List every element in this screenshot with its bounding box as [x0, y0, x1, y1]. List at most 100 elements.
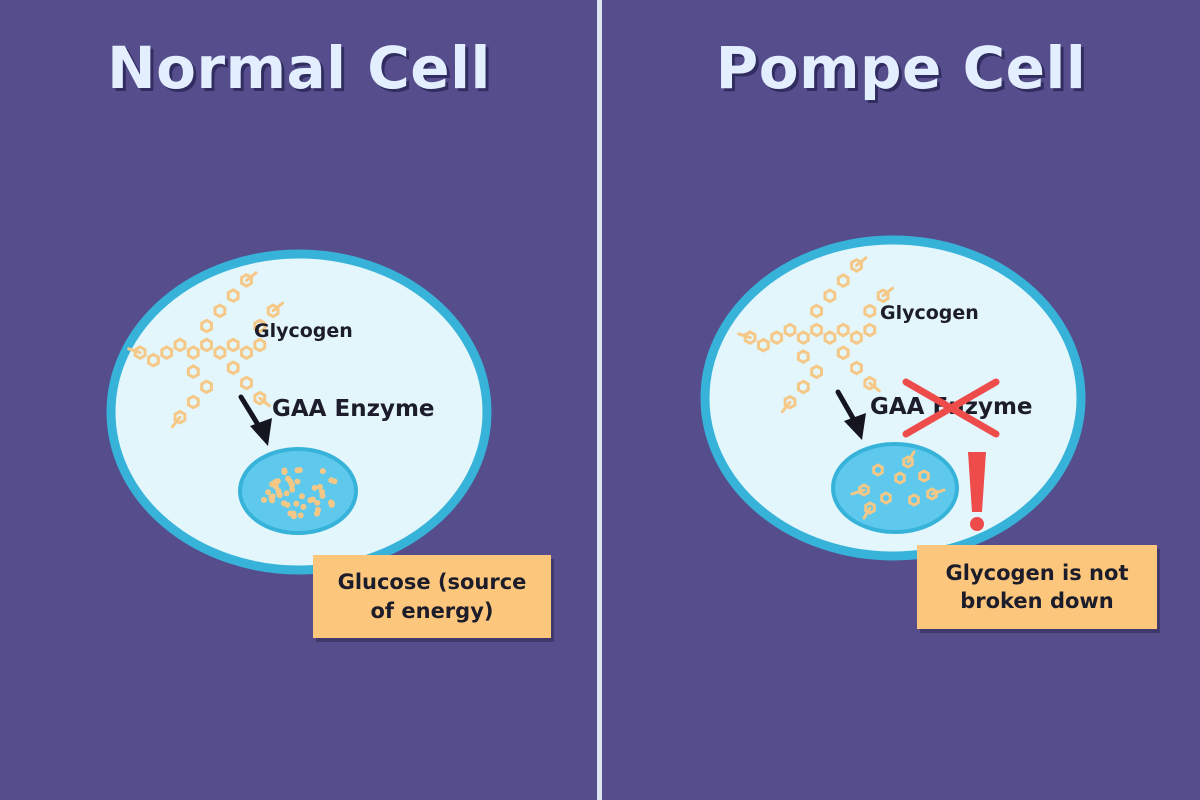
glucose-ring — [173, 337, 187, 353]
glucose-ring — [863, 375, 877, 391]
glucose-particle — [299, 493, 305, 500]
glucose-ring — [226, 288, 240, 304]
glucose-particle — [273, 483, 279, 490]
glucose-ring — [918, 469, 930, 483]
glucose-ring — [872, 463, 884, 477]
glycosidic-bond — [855, 256, 868, 267]
glucose-particle — [297, 512, 304, 519]
glucose-ring — [783, 394, 797, 410]
glycogen-cluster — [737, 256, 895, 414]
note-line: broken down — [960, 589, 1114, 613]
glucose-ring — [186, 394, 200, 410]
arrow-icon — [835, 389, 866, 440]
glucose-particle — [300, 503, 307, 510]
glucose-ring — [240, 375, 253, 391]
glycosidic-bond — [170, 415, 182, 429]
glucose-ring — [908, 493, 920, 507]
glucose-ring — [810, 303, 823, 319]
glucose-ring — [823, 288, 837, 304]
glycogen-cluster — [127, 271, 285, 429]
glucose-ring — [863, 322, 877, 338]
not-broken-down-note: Glycogen is not broken down — [917, 545, 1157, 629]
glucose-ring — [770, 330, 784, 346]
glucose-ring — [823, 330, 837, 346]
normal-cell-diagram — [106, 249, 492, 575]
panel-divider — [597, 0, 602, 800]
glucose-ring — [894, 471, 906, 485]
pompe-cell-diagram — [700, 235, 1086, 561]
glucose-particle — [275, 490, 282, 497]
glycogen-label: Glycogen — [254, 320, 353, 342]
glucose-particle — [294, 467, 301, 474]
glucose-ring — [186, 364, 200, 380]
glucose-particle — [283, 490, 290, 497]
glucose-particle — [294, 478, 301, 485]
note-line: Glucose (source — [337, 570, 527, 595]
glucose-ring — [160, 345, 174, 361]
glucose-ring — [863, 303, 877, 319]
glucose-ring — [226, 337, 240, 353]
lysosome-vesicle — [238, 447, 358, 535]
glucose-ring — [253, 318, 267, 334]
glucose-ring — [147, 352, 160, 368]
arrow-icon — [238, 394, 272, 446]
lysosome-vesicle — [831, 442, 959, 534]
glucose-ring — [173, 409, 187, 425]
glucose-particle — [285, 475, 291, 482]
glucose-ring — [200, 337, 213, 353]
pompe-cell-title: Pompe Cell — [715, 34, 1087, 102]
glucose-ring — [200, 318, 213, 334]
glucose-ring — [850, 330, 863, 346]
glucose-particle — [265, 489, 272, 496]
glucose-ring — [864, 501, 876, 515]
normal-cell-title: Normal Cell — [107, 34, 491, 102]
glucose-ring — [757, 337, 770, 353]
glucose-particle — [319, 468, 326, 475]
glucose-particle — [319, 488, 325, 495]
glucose-ring — [810, 322, 823, 338]
glucose-ring — [880, 491, 892, 505]
glucose-ring — [253, 337, 267, 353]
pompe-cell-panel: Pompe Cell Glycogen GAA Enzyme Glycogen … — [602, 0, 1200, 800]
normal-cell-panel: Normal Cell Glycogen GAA Enzyme Glucose … — [0, 0, 598, 800]
glycosidic-bond — [737, 332, 752, 340]
glycosidic-bond — [258, 396, 271, 408]
glucose-ring — [213, 303, 227, 319]
glucose-ring — [810, 364, 823, 380]
glucose-particle — [314, 499, 321, 506]
glucose-ring — [850, 360, 863, 376]
glucose-ring — [796, 349, 810, 365]
glucose-particle — [315, 506, 321, 513]
glucose-particle — [316, 483, 323, 490]
glucose-particles — [261, 467, 338, 520]
glucose-particle — [269, 493, 276, 500]
glucose-ring — [240, 345, 253, 361]
glycosidic-bond — [862, 506, 872, 520]
glucose-particle — [293, 500, 300, 507]
glucose-particle — [328, 501, 335, 508]
glycosidic-bond — [780, 400, 792, 414]
glycosidic-bond — [906, 450, 916, 464]
glucose-ring — [796, 379, 810, 395]
glucose-ring — [186, 345, 200, 361]
glucose-ring — [858, 483, 870, 497]
cell-membrane — [700, 235, 1086, 561]
glucose-ring — [796, 330, 810, 346]
cell-membrane — [106, 249, 492, 575]
glycosidic-bond — [930, 488, 946, 496]
glycosidic-bond — [868, 381, 881, 393]
glycosidic-bond — [127, 347, 142, 355]
accumulated-glycogen — [850, 450, 946, 520]
glucose-ring — [213, 345, 227, 361]
glucose-ring — [836, 273, 850, 289]
glycogen-label: Glycogen — [880, 302, 979, 324]
glucose-ring — [836, 322, 850, 338]
glucose-particle — [272, 479, 279, 486]
glucose-ring — [902, 455, 914, 469]
glucose-ring — [836, 345, 850, 361]
enzyme-label: GAA Enzyme — [870, 394, 1033, 420]
glucose-particle — [328, 477, 335, 484]
glucose-particle — [284, 501, 291, 508]
glucose-particle — [261, 496, 267, 503]
glucose-particle — [290, 513, 297, 520]
